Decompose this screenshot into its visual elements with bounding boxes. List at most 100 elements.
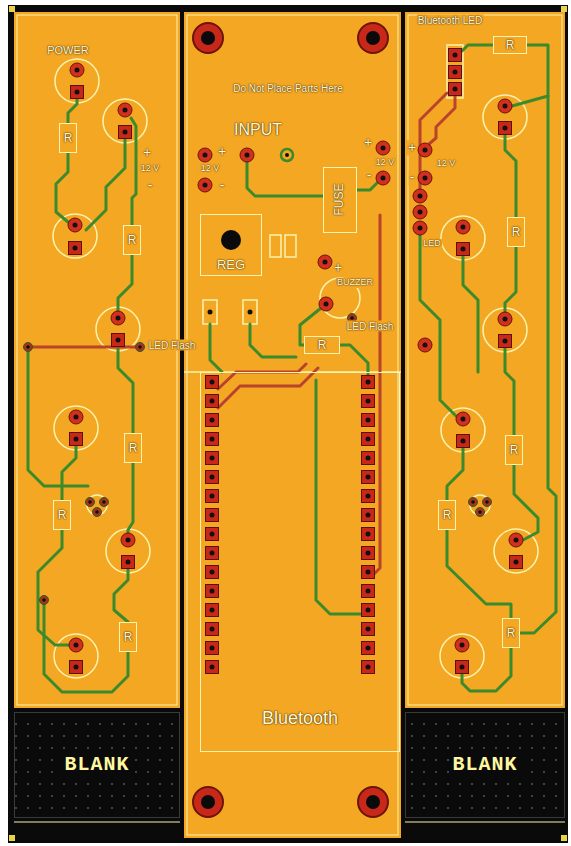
copper-trace	[512, 45, 548, 106]
silkscreen-label: -	[366, 168, 373, 183]
corner-mark	[561, 835, 567, 841]
header-pad	[206, 623, 219, 636]
copper-trace	[56, 153, 68, 222]
header-pad	[362, 395, 375, 408]
silkscreen-label: -	[409, 170, 416, 185]
solder-pad	[281, 149, 293, 161]
led-outline	[441, 408, 485, 452]
board-ground	[8, 5, 568, 843]
solder-pad	[68, 218, 82, 232]
via	[483, 498, 492, 507]
silkscreen-label: +	[142, 145, 152, 160]
resistor-ref: R	[443, 509, 452, 521]
header-pad	[362, 490, 375, 503]
blank-mark: BLANK	[449, 754, 520, 776]
header-pad	[362, 604, 375, 617]
header-pad	[362, 661, 375, 674]
resistor-outline: R	[505, 435, 523, 465]
copper-trace	[463, 256, 478, 372]
solder-pad	[69, 242, 82, 255]
solder-pad	[449, 83, 462, 96]
resistor-outline: R	[53, 500, 71, 530]
resistor-outline: R	[507, 217, 525, 247]
via	[100, 498, 109, 507]
led-outline	[203, 300, 217, 324]
copper-trace	[340, 345, 368, 375]
silkscreen-label: LED Flash	[346, 321, 395, 332]
mounting-hole	[358, 23, 388, 53]
led-outline	[53, 214, 97, 258]
silkscreen-label: -	[219, 178, 226, 193]
panel-outline	[14, 15, 565, 835]
resistor-ref: R	[318, 339, 327, 351]
panel-outline	[405, 822, 565, 823]
header-pad	[206, 490, 219, 503]
solder-pad	[318, 255, 332, 269]
panel-outline	[408, 15, 562, 705]
solder-pad	[69, 638, 83, 652]
solder-pad	[499, 122, 512, 135]
led-outline	[270, 235, 281, 257]
regulator-outline: REG	[200, 214, 262, 276]
copper-trace	[28, 45, 556, 692]
led-outline	[447, 45, 463, 98]
solder-pad	[70, 63, 84, 77]
silkscreen-label: POWER	[46, 44, 90, 56]
copper-trace	[316, 380, 361, 614]
via	[469, 498, 478, 507]
solder-pad	[112, 334, 125, 347]
solder-pad	[456, 220, 470, 234]
solder-pad	[122, 556, 135, 569]
copper-trace	[118, 255, 132, 311]
header-pad	[206, 528, 219, 541]
solder-pad	[510, 556, 523, 569]
solder-pad	[376, 141, 390, 155]
solder-pad	[248, 310, 253, 315]
copper-trace	[250, 324, 296, 357]
solder-pad	[285, 153, 289, 157]
resistor-ref: R	[507, 627, 516, 639]
via	[24, 343, 33, 352]
led-outline	[55, 59, 99, 103]
solder-pad	[70, 661, 83, 674]
led-outline	[483, 95, 527, 139]
copper-trace	[505, 247, 516, 312]
top-trace	[218, 368, 318, 408]
silkscreen-label: LED Flash	[148, 340, 197, 351]
led-outline	[441, 216, 485, 260]
solder-pad	[71, 86, 84, 99]
solder-pad	[413, 189, 427, 203]
top-trace	[28, 93, 455, 575]
led-outline	[440, 634, 484, 678]
copper-trace	[68, 99, 77, 123]
copper-trace	[210, 324, 222, 372]
via	[86, 498, 95, 507]
solder-pad	[119, 126, 132, 139]
silkscreen-label: +	[363, 135, 373, 150]
via	[40, 596, 49, 605]
header-pad	[206, 642, 219, 655]
solder-pad	[509, 533, 523, 547]
board-ground	[405, 12, 565, 708]
board-ground	[14, 712, 180, 818]
resistor-ref: R	[510, 444, 519, 456]
via	[476, 508, 485, 517]
header-pad	[206, 395, 219, 408]
board-ground	[8, 5, 568, 843]
bluetooth-module-outline: Bluetooth	[200, 372, 400, 752]
header-pad	[362, 585, 375, 598]
resistor-outline: R	[502, 618, 520, 648]
silkscreen-label: +	[407, 140, 417, 155]
solder-pad	[457, 435, 470, 448]
solder-pad	[449, 49, 462, 62]
header-pad	[362, 471, 375, 484]
panel-outline	[187, 15, 398, 835]
silkscreen-label: Do Not Place Parts Here	[232, 83, 344, 94]
via	[93, 508, 102, 517]
solder-pad	[413, 221, 427, 235]
solder-pad	[456, 412, 470, 426]
led-outline	[54, 406, 98, 450]
board-ground	[184, 12, 401, 838]
solder-pad	[208, 310, 213, 315]
